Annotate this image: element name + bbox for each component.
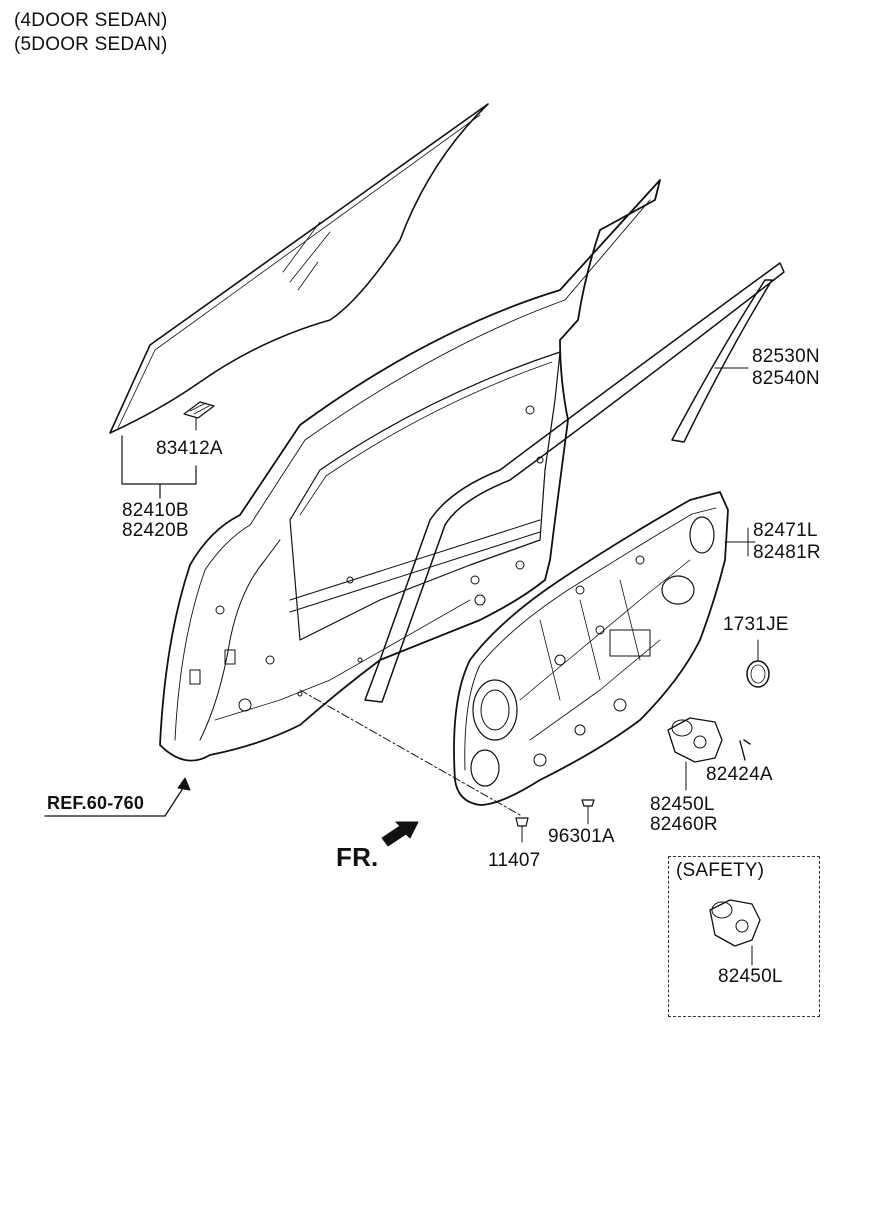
glass-leader-bracket [121, 435, 197, 499]
nut-11407-part [515, 817, 529, 843]
safety-part-label: 82450L [718, 966, 783, 987]
run-channel-part [364, 262, 785, 703]
glass-clip-part [183, 401, 215, 431]
variant-4door-label: (4DOOR SEDAN) [14, 10, 168, 31]
bolt-82424A-part [739, 739, 751, 761]
door-glass-part [109, 103, 489, 434]
part-82471L-label: 82471L [753, 520, 818, 541]
safety-option-box [668, 856, 820, 1017]
part-96301A-label: 96301A [548, 826, 615, 847]
screw-96301A-part [581, 799, 595, 825]
front-label: FR. [336, 842, 379, 872]
part-82410B-label: 82410B [122, 500, 189, 521]
part-82424A-label: 82424A [706, 764, 773, 785]
part-1731JE-label: 1731JE [723, 614, 789, 635]
label-leaders [724, 527, 756, 557]
part-82460R-label: 82460R [650, 814, 718, 835]
safety-regulator-motor [709, 899, 761, 966]
window-regulator-module [453, 491, 729, 806]
ref-arrow [44, 777, 191, 817]
part-82481R-label: 82481R [753, 542, 821, 563]
safety-title: (SAFETY) [676, 860, 765, 881]
part-82450L-label: 82450L [650, 794, 715, 815]
part-82420B-label: 82420B [122, 520, 189, 541]
part-82540N-label: 82540N [752, 368, 820, 389]
door-frame-part [159, 179, 661, 762]
part-83412A-label: 83412A [156, 438, 223, 459]
front-direction-arrow [381, 821, 419, 847]
part-11407-label: 11407 [488, 850, 541, 871]
assembly-leader-line [299, 689, 521, 816]
ref-label: REF.60-760 [47, 793, 145, 813]
variant-5door-label: (5DOOR SEDAN) [14, 34, 168, 55]
o-ring-part [746, 639, 770, 688]
regulator-motor-part [667, 717, 723, 791]
part-82530N-label: 82530N [752, 346, 820, 367]
